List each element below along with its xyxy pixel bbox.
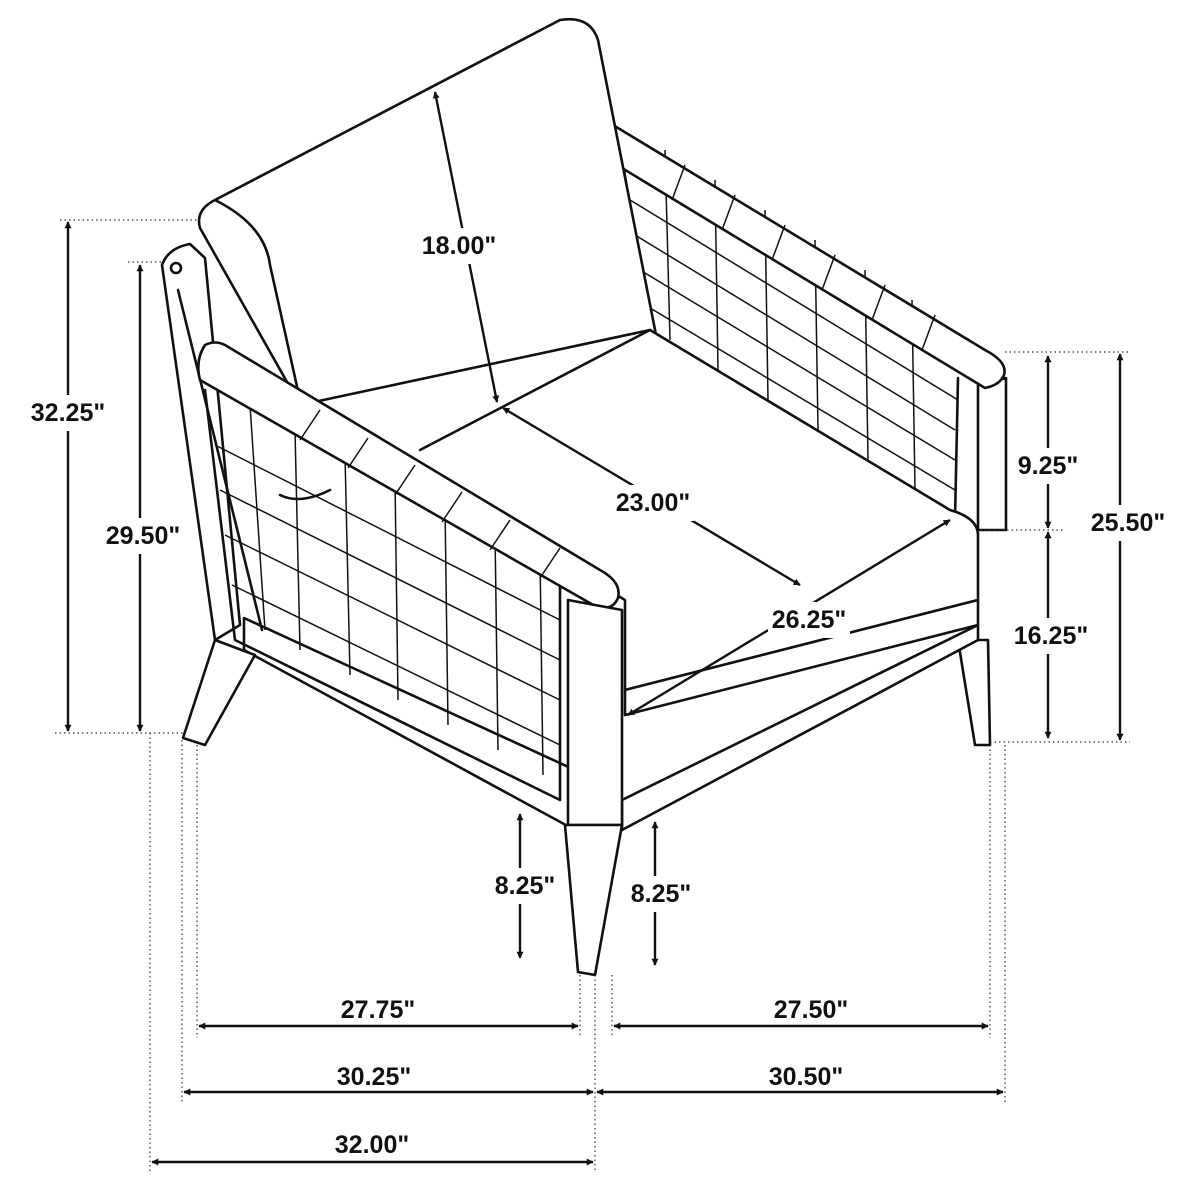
label-depth-overall: 32.00" bbox=[335, 1131, 409, 1159]
side-seat-rail bbox=[242, 616, 577, 832]
right-arm-rail bbox=[606, 120, 1006, 390]
label-width-outer: 30.50" bbox=[769, 1063, 843, 1091]
label-arm-above-seat: 9.25" bbox=[1018, 452, 1079, 480]
label-overall-height: 32.25" bbox=[31, 399, 105, 427]
left-rear-post bbox=[160, 242, 242, 642]
label-back-cushion: 18.00" bbox=[422, 232, 496, 260]
left-lattice-panel bbox=[203, 388, 562, 802]
chair-drawing bbox=[160, 17, 1008, 977]
label-seat-depth: 23.00" bbox=[616, 489, 690, 517]
label-leg-height-right: 8.25" bbox=[631, 880, 692, 908]
label-width-inner: 27.50" bbox=[774, 996, 848, 1024]
label-depth-inner: 27.75" bbox=[341, 996, 415, 1024]
bolt-hole bbox=[169, 261, 183, 275]
extension-lines bbox=[55, 219, 1130, 1172]
label-leg-height-left: 8.25" bbox=[495, 872, 556, 900]
label-backgrounds bbox=[28, 228, 1171, 912]
label-back-height: 29.50" bbox=[106, 522, 180, 550]
back-cushion bbox=[197, 17, 660, 412]
left-rear-leg bbox=[181, 638, 257, 747]
right-arm-post bbox=[976, 376, 1008, 532]
label-arm-height: 25.50" bbox=[1091, 509, 1165, 537]
dimension-labels: 32.25" 29.50" 18.00" 23.00" 26.25" 9.25"… bbox=[31, 232, 1165, 1159]
front-left-post bbox=[566, 598, 624, 827]
label-seat-height: 16.25" bbox=[1014, 622, 1088, 650]
front-left-leg bbox=[563, 823, 624, 977]
label-seat-width: 26.25" bbox=[772, 606, 846, 634]
label-depth-mid: 30.25" bbox=[337, 1063, 411, 1091]
right-rear-leg bbox=[956, 638, 992, 747]
